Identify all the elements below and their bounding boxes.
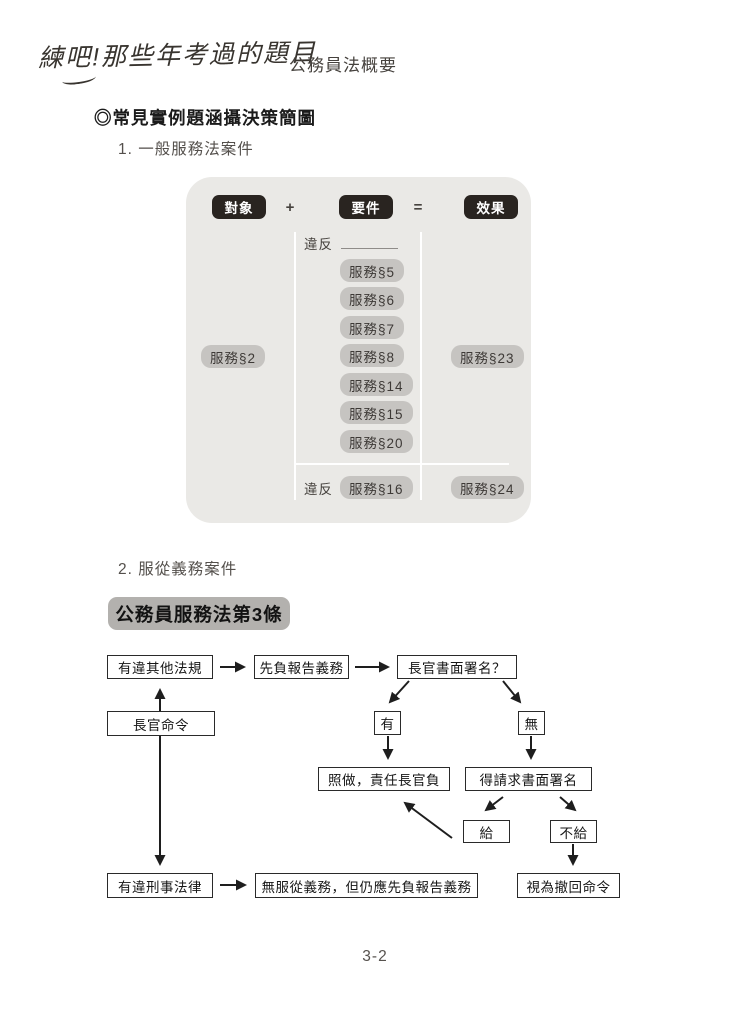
condition-article-pill: 服務§20 [340,430,413,453]
node-other-law: 有違其他法規 [107,655,213,679]
formula-subject-pill: 對象 [212,195,266,219]
page-number: 3-2 [362,948,388,965]
node-yes: 有 [374,711,401,735]
equals-operator: = [413,198,423,216]
condition-article-pill: 服務§14 [340,373,413,396]
plus-operator: + [285,198,295,216]
flowchart-title-badge: 公務員服務法第3條 [108,597,290,630]
bottom-separator [294,463,509,465]
node-give: 給 [463,820,510,843]
subsection-2-label: 2. 服從義務案件 [118,561,238,578]
violate-label-bottom: 違反 [304,482,333,497]
effect-article-pill: 服務§23 [451,345,524,368]
condition-article-pill: 服務§5 [340,259,405,282]
left-divider [294,232,296,500]
subsection-1-label: 1. 一般服務法案件 [118,141,254,158]
flowchart-arrows [154,661,579,891]
condition-article-pill: 服務§6 [340,287,405,310]
arrow-down-right-icon [502,680,522,704]
node-withdrawn-order: 視為撤回命令 [517,873,620,898]
subject-article-pill: 服務§2 [201,345,266,368]
condition-article-pill: 服務§15 [340,401,413,424]
node-comply: 照做，責任長官負 [318,767,450,791]
node-no-obedience: 無服從義務，但仍應先負報告義務 [255,873,478,898]
node-written-sign-question: 長官書面署名？ [397,655,517,679]
section-title: ◎常見實例題涵攝決策簡圖 [94,108,316,128]
effect-article-pill-bottom: 服務§24 [451,476,524,499]
formula-condition-pill: 要件 [339,195,393,219]
arrow-up-left-icon [403,801,453,839]
condition-article-pill: 服務§8 [340,344,405,367]
series-logo-script: 練吧!那些年考過的題目 [37,38,318,73]
violate-label: 違反 [304,237,333,252]
node-report-duty: 先負報告義務 [254,655,349,679]
violate-blank-underline [341,248,398,249]
arrow-down-right-icon [559,796,577,812]
node-not-give: 不給 [550,820,597,843]
node-criminal-law: 有違刑事法律 [107,873,213,898]
formula-effect-pill: 效果 [464,195,518,219]
formula-diagram-panel: 對象 + 要件 = 效果 違反 服務§5 服務§6 服務§7 服務§8 服務§1… [186,177,531,523]
arrow-down-left-icon [388,680,410,704]
right-divider [420,232,422,500]
node-request-sign: 得請求書面署名 [465,767,592,791]
signature-flourish [61,72,97,86]
subject-title: 公務員法概要 [289,56,397,75]
node-no: 無 [518,711,545,735]
condition-article-pill: 服務§7 [340,316,405,339]
arrow-down-left-icon [484,796,504,812]
condition-article-pill-bottom: 服務§16 [340,476,413,499]
node-superior-order: 長官命令 [107,711,215,736]
